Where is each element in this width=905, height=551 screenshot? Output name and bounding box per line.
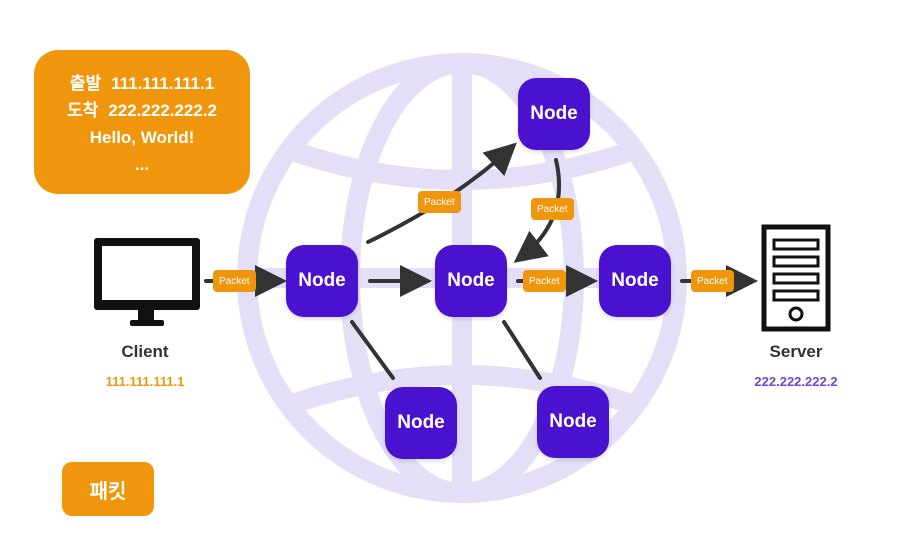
node-bottom-right: Node — [537, 386, 609, 458]
node-center: Node — [435, 245, 507, 317]
from-label: 출발 — [69, 74, 102, 93]
node-top: Node — [518, 78, 590, 150]
node-1: Node — [286, 245, 358, 317]
more-text: ... — [134, 155, 150, 174]
node-bottom-left: Node — [385, 387, 457, 459]
server-ip: 222.222.222.2 — [754, 374, 838, 389]
packet-node-to-top: Packet — [418, 191, 461, 213]
monitor-icon — [94, 238, 200, 326]
packet-legend: 패킷 — [62, 462, 154, 516]
server-icon — [761, 224, 831, 332]
from-ip: 111.111.111.1 — [111, 74, 215, 93]
to-row: 도착 222.222.222.2 — [34, 97, 250, 124]
client-ip: 111.111.111.1 — [105, 374, 185, 389]
client-title: Client — [121, 342, 169, 361]
from-row: 출발 111.111.111.1 — [34, 70, 250, 97]
message-text: Hello, World! — [89, 128, 195, 147]
packet-info-box: 출발 111.111.111.1 도착 222.222.222.2 Hello, W… — [34, 50, 250, 194]
link-center-to-bottom-right — [502, 320, 542, 380]
packet-top-to-center: Packet — [531, 198, 574, 220]
server-title: Server — [769, 342, 823, 361]
packet-node-to-server: Packet — [691, 270, 734, 292]
to-label: 도착 — [67, 101, 99, 120]
packet-center-to-right: Packet — [523, 270, 566, 292]
to-ip: 222.222.222.2 — [108, 101, 217, 120]
packet-client-to-node: Packet — [213, 270, 256, 292]
link-node-to-bottom-left — [350, 320, 395, 380]
node-right: Node — [599, 245, 671, 317]
